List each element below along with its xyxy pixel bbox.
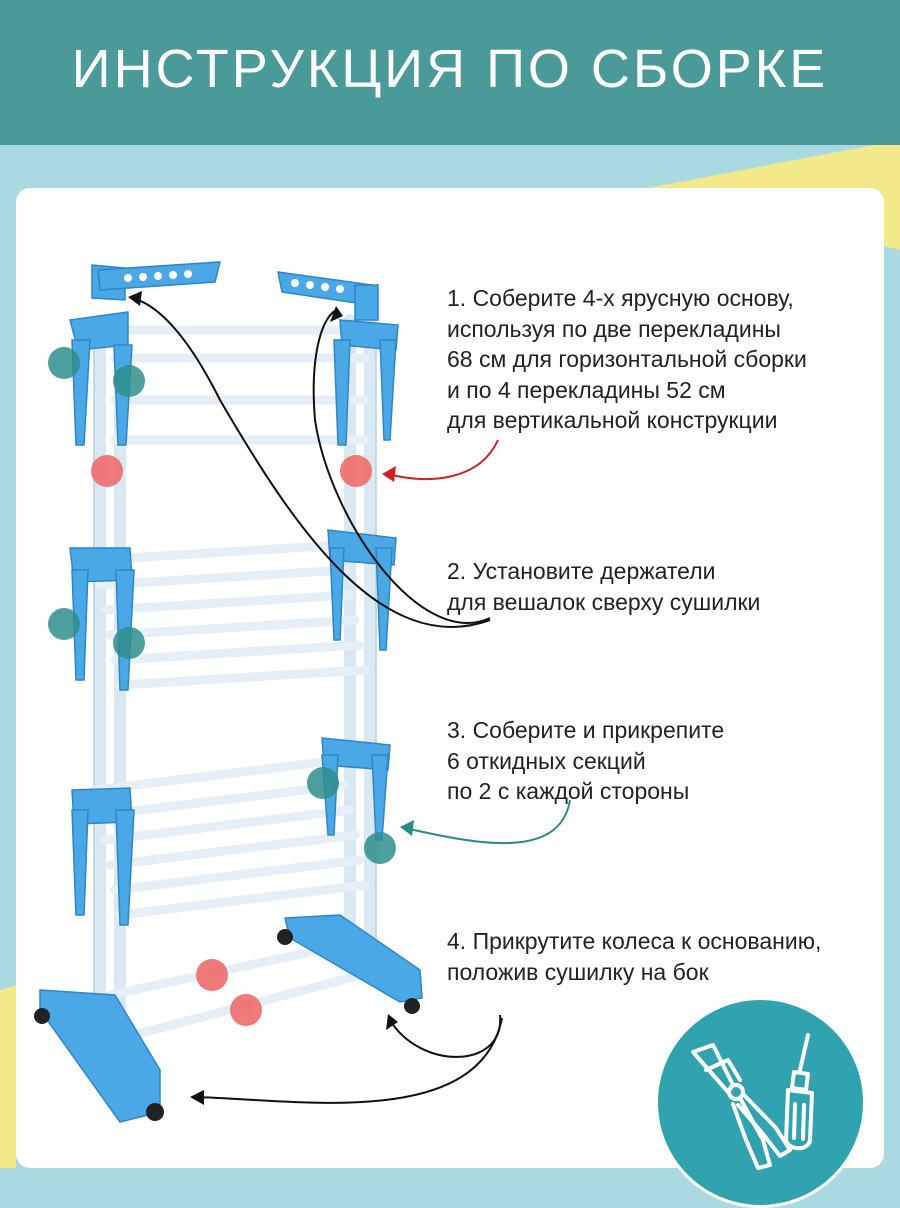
step-2: 2. Установите держатели для вешалок свер… bbox=[447, 556, 760, 617]
step-2-line-2: для вешалок сверху сушилки bbox=[447, 588, 761, 615]
step-3-line-2: 6 откидных секций bbox=[447, 747, 646, 774]
step-1-line-1: 1. Соберите 4-х ярусную основу, bbox=[447, 285, 794, 311]
step-4: 4. Прикрутите колеса к основанию, положи… bbox=[447, 926, 821, 987]
header-bar: ИНСТРУКЦИЯ ПО СБОРКЕ bbox=[0, 0, 900, 145]
step-3-line-3: по 2 с каждой стороны bbox=[447, 778, 690, 804]
step-1-line-2: используя по две перекладины bbox=[447, 315, 781, 342]
step-2-line-1: 2. Установите держатели bbox=[447, 558, 716, 584]
step-1-line-3: 68 см для горизонтальной сборки bbox=[447, 346, 807, 372]
pliers-screwdriver-icon bbox=[691, 1033, 814, 1170]
step-4-line-1: 4. Прикрутите колеса к основанию, bbox=[447, 928, 822, 954]
step-1: 1. Соберите 4-х ярусную основу, использу… bbox=[447, 283, 807, 436]
step-1-line-5: для вертикальной конструкции bbox=[447, 407, 778, 433]
page-title: ИНСТРУКЦИЯ ПО СБОРКЕ bbox=[71, 39, 829, 99]
step-3-line-1: 3. Соберите и прикрепите bbox=[447, 717, 725, 743]
step-3: 3. Соберите и прикрепите 6 откидных секц… bbox=[447, 715, 724, 807]
step-4-line-2: положив сушилку на бок bbox=[447, 958, 709, 985]
tools-badge bbox=[655, 997, 866, 1208]
step-1-line-4: и по 4 перекладины 52 см bbox=[447, 376, 726, 403]
